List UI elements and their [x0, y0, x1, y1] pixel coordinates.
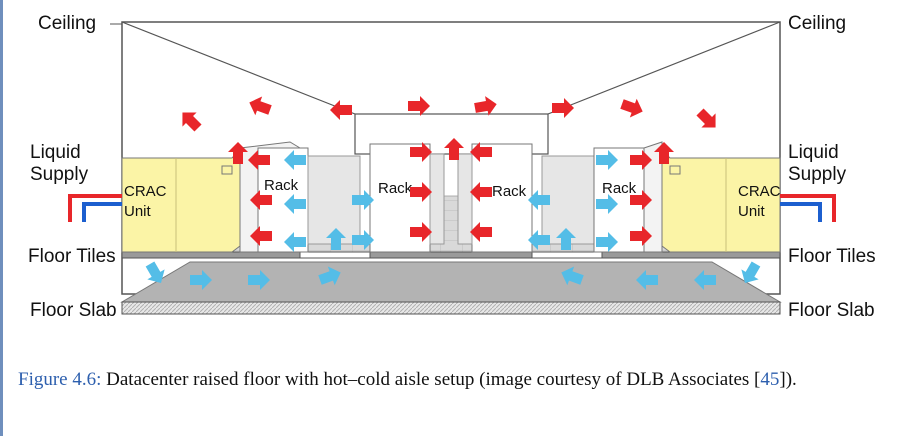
- label-liquid-left-2: Supply: [30, 164, 89, 185]
- perforated-tile-left: [299, 251, 371, 259]
- label-floor-slab-right: Floor Slab: [788, 300, 875, 321]
- label-ceiling-left: Ceiling: [38, 13, 96, 34]
- crac-unit-left: [121, 148, 241, 253]
- rack-label-3: Rack: [492, 183, 527, 200]
- caption-suffix: ]).: [779, 369, 797, 390]
- underfloor-plenum: [120, 261, 782, 303]
- label-liquid-right-2: Supply: [788, 164, 847, 185]
- caption-text: Datacenter raised floor with hot–cold ai…: [106, 369, 761, 390]
- liquid-supply-pipes-right: [780, 194, 836, 222]
- rack-label-2: Rack: [378, 180, 413, 197]
- crac-right-line2: Unit: [738, 203, 766, 220]
- hot-air-arrows: [182, 96, 716, 246]
- liquid-supply-pipes-left: [68, 194, 122, 222]
- label-liquid-left-1: Liquid: [30, 142, 81, 163]
- crac-left-line2: Unit: [124, 203, 152, 220]
- crac-right-line1: CRAC: [738, 183, 781, 200]
- raised-floor-diagram: Rack Rack Rack Rack CRAC Unit CRAC Unit: [28, 13, 876, 321]
- floor-slab-layer: [121, 301, 781, 315]
- citation-link[interactable]: 45: [760, 369, 780, 390]
- label-ceiling-right: Ceiling: [788, 13, 846, 34]
- rack-label-1: Rack: [264, 177, 299, 194]
- label-floor-tiles-left: Floor Tiles: [28, 246, 116, 267]
- rack-label-4: Rack: [602, 180, 637, 197]
- floor-tiles-layer: [121, 251, 781, 259]
- crac-unit-right: [661, 148, 781, 253]
- label-liquid-right-1: Liquid: [788, 142, 839, 163]
- crac-left-line1: CRAC: [124, 183, 167, 200]
- cold-air-arrows: [145, 150, 761, 290]
- figure-caption: Figure 4.6: Datacenter raised floor with…: [18, 369, 797, 391]
- rack-row-2: [369, 143, 445, 253]
- figure-number: Figure 4.6:: [18, 369, 102, 390]
- page-frame-border: [0, 0, 3, 436]
- label-floor-slab-left: Floor Slab: [30, 300, 117, 321]
- perforated-tile-right: [531, 251, 603, 259]
- label-floor-tiles-right: Floor Tiles: [788, 246, 876, 267]
